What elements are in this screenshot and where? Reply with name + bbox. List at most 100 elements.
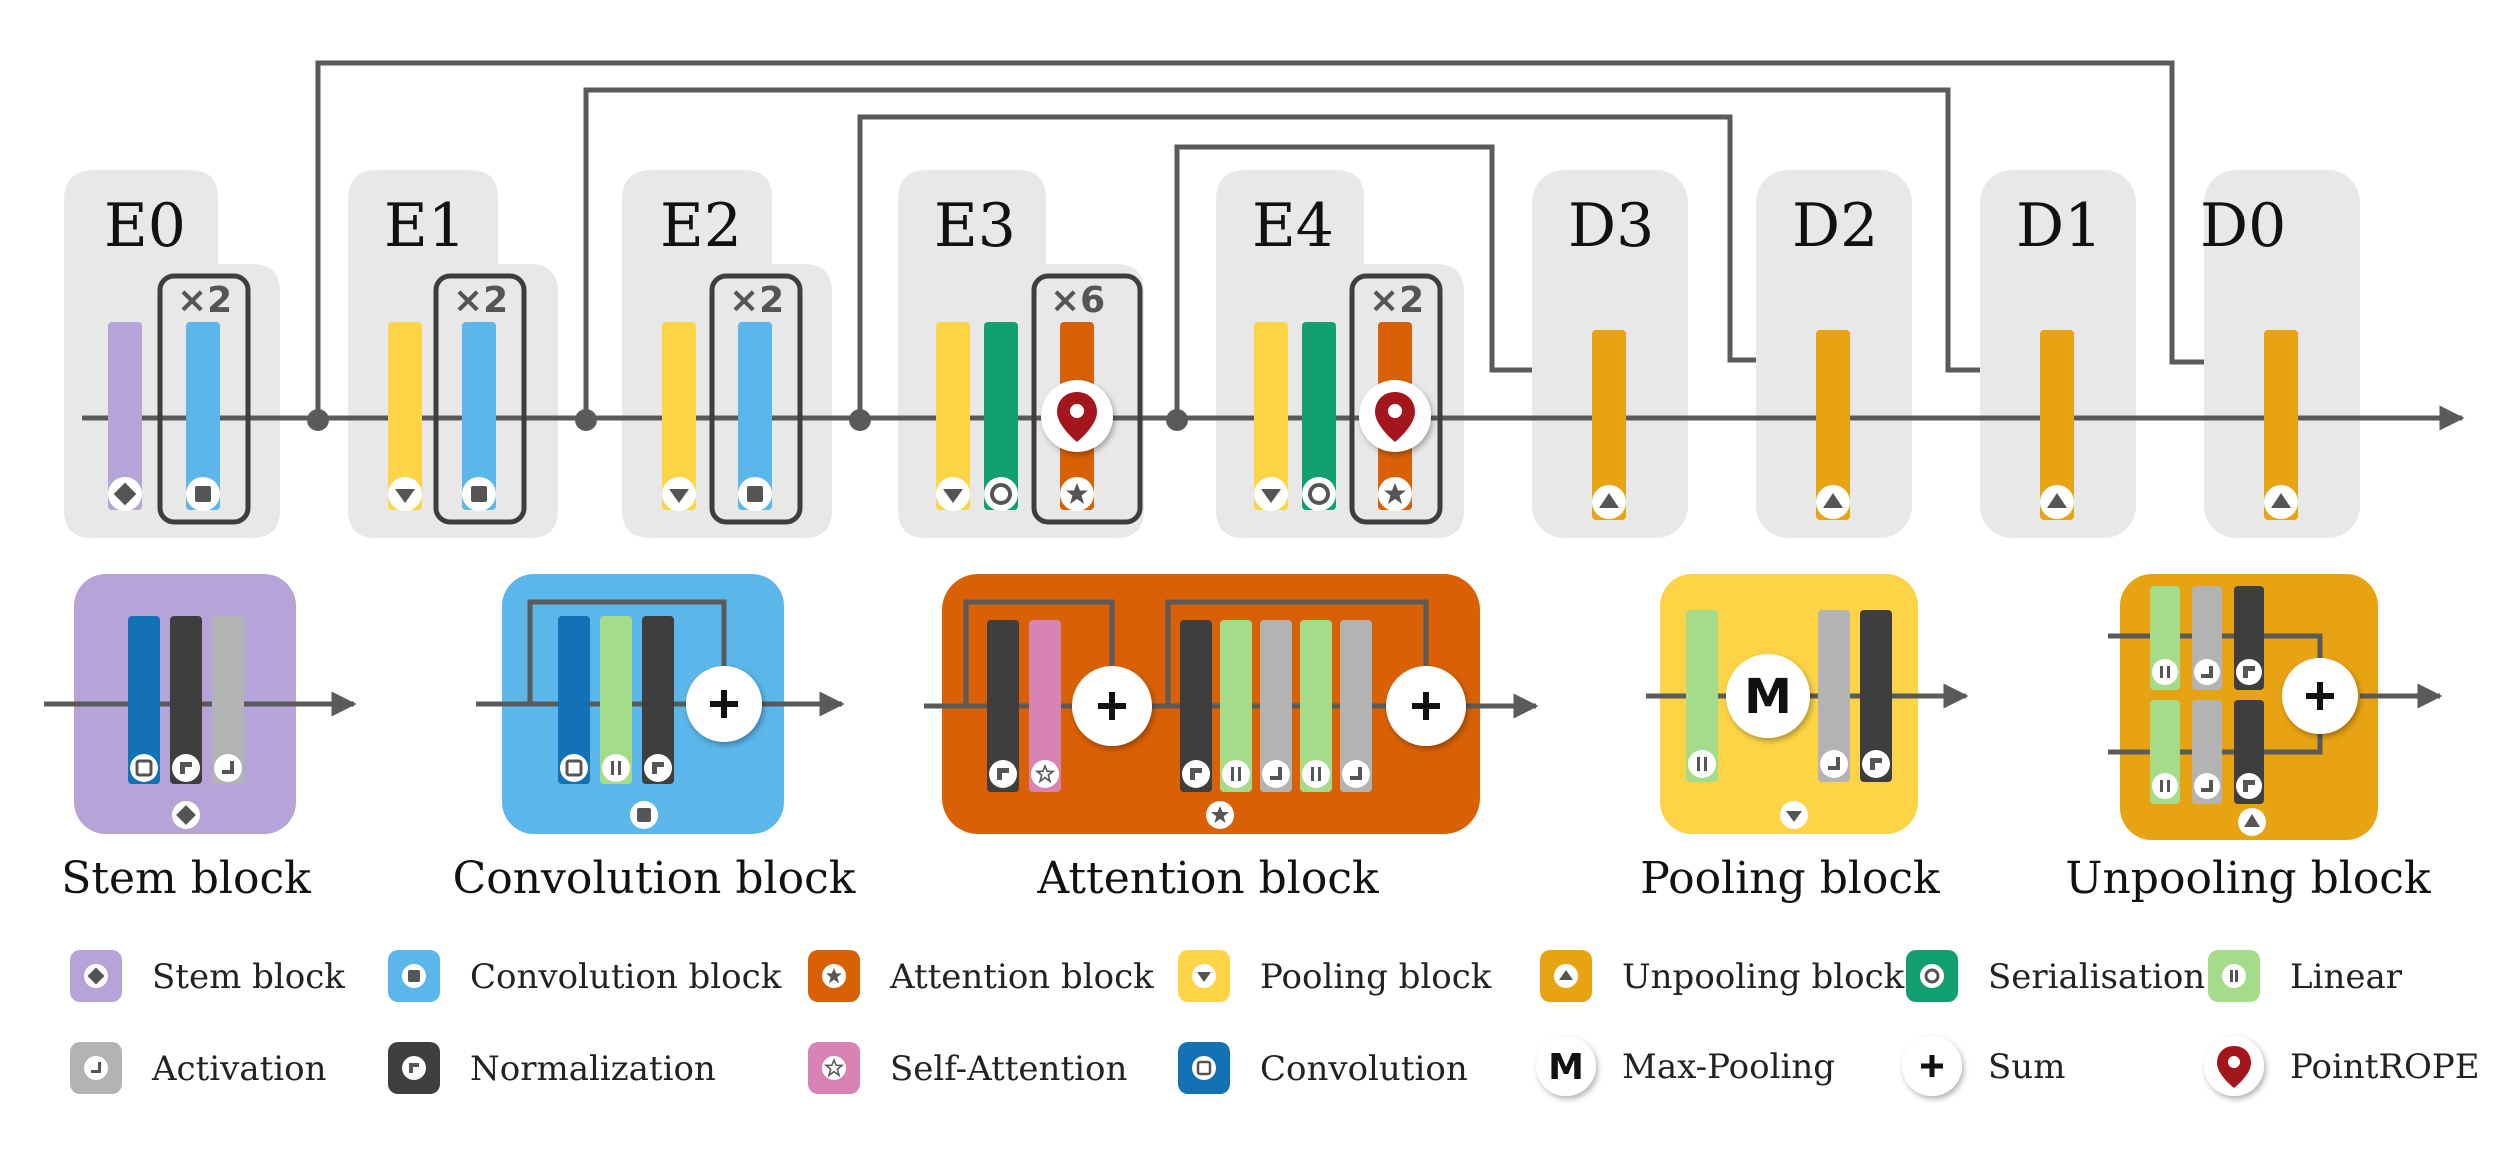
- unpool-layer-bar-d1: [2040, 330, 2074, 520]
- svg-text:Convolution block: Convolution block: [470, 957, 782, 997]
- skip-connection-e3-d3: [1174, 144, 1595, 420]
- block-title-pooling: Pooling block: [1640, 853, 1940, 904]
- square-icon: [186, 477, 220, 511]
- triangle-down-icon: [388, 477, 422, 511]
- stage-labels: E0 E1 E2 E3 E4 D3 D2 D1 D0: [104, 191, 2286, 261]
- repeat-count: ×2: [1369, 280, 1424, 321]
- circle-icon: [984, 477, 1018, 511]
- parallel-bars-icon: [1688, 750, 1716, 778]
- plus-icon: [1902, 1036, 1962, 1096]
- triangle-down-icon: [936, 477, 970, 511]
- stage-e0-layers: ×2: [108, 273, 251, 525]
- svg-text:PointROPE: PointROPE: [2290, 1047, 2480, 1087]
- square-outline-icon: [560, 754, 588, 782]
- skip-connection-e0-d0: [315, 60, 2251, 420]
- star-icon: [1060, 477, 1094, 511]
- pool-layer-bar: [662, 322, 696, 510]
- stage-e1-layers: ×2: [388, 273, 527, 525]
- svg-text:Serialisation: Serialisation: [1988, 957, 2205, 997]
- normalization-icon: [402, 1056, 426, 1080]
- decoder-layers: [1592, 330, 2298, 520]
- svg-text:Normalization: Normalization: [470, 1049, 716, 1089]
- stem-layer-bar: [108, 322, 142, 510]
- block-title-conv: Convolution block: [453, 853, 856, 904]
- attention-block-detail: Attention block: [924, 574, 1539, 904]
- unpool-layer-bar-d3: [1592, 330, 1626, 520]
- star-outline-icon: [822, 1056, 846, 1080]
- pool-layer-bar: [936, 322, 970, 510]
- square-icon: [402, 964, 426, 988]
- legend-item-self-attention: Self-Attention: [808, 1042, 1127, 1094]
- triangle-up-icon: [2238, 808, 2266, 836]
- normalization-icon: [172, 754, 200, 782]
- parallel-bars-icon: [1222, 760, 1250, 788]
- repeat-box: [1349, 273, 1443, 525]
- map-pin-icon: [1041, 380, 1113, 452]
- legend-item-stem-block: Stem block: [70, 950, 345, 1002]
- legend-item-activation: Activation: [70, 1042, 327, 1094]
- block-title-stem: Stem block: [61, 853, 311, 904]
- repeat-box: [1031, 273, 1143, 525]
- stage-label-d0: D0: [2200, 191, 2286, 261]
- svg-text:Unpooling block: Unpooling block: [1622, 957, 1905, 997]
- svg-text:Sum: Sum: [1988, 1047, 2065, 1087]
- activation-icon: [1262, 760, 1290, 788]
- stage-label-d1: D1: [2016, 191, 2102, 261]
- conv-block-detail: Convolution block: [453, 574, 856, 904]
- legend-item-unpooling-block: Unpooling block: [1540, 950, 1905, 1002]
- parallel-bars-icon: [1302, 760, 1330, 788]
- repeat-count: ×2: [453, 280, 508, 321]
- diamond-icon: [84, 964, 108, 988]
- diamond-icon: [172, 801, 200, 829]
- triangle-up-icon: [1554, 964, 1578, 988]
- star-icon: [822, 964, 846, 988]
- pooling-block-detail: M Pooling block: [1640, 574, 1969, 904]
- legend: Stem block Convolution block Attention b…: [70, 950, 2480, 1096]
- svg-text:Activation: Activation: [151, 1049, 327, 1089]
- block-title-attention: Attention block: [1036, 853, 1379, 904]
- svg-text:Pooling block: Pooling block: [1260, 957, 1492, 997]
- normalization-icon: [989, 760, 1017, 788]
- serialisation-layer-bar: [1302, 322, 1336, 510]
- legend-item-sum: Sum: [1902, 1036, 2065, 1096]
- skip-connections: [315, 60, 2251, 420]
- normalization-icon: [1182, 760, 1210, 788]
- stage-e3-layers: ×6: [936, 273, 1143, 525]
- stage-label-d2: D2: [1792, 191, 1878, 261]
- circle-icon: [1920, 964, 1944, 988]
- triangle-up-icon: [1592, 485, 1626, 519]
- normalization-icon: [1862, 750, 1890, 778]
- svg-text:M: M: [1744, 669, 1792, 725]
- normalization-icon: [2236, 659, 2262, 685]
- triangle-down-icon: [662, 477, 696, 511]
- stem-block-detail: Stem block: [44, 574, 357, 904]
- repeat-box: [709, 273, 803, 525]
- svg-text:Linear: Linear: [2290, 957, 2403, 997]
- activation-icon: [2194, 773, 2220, 799]
- pool-layer-bar: [1254, 322, 1288, 510]
- unpool-layer-bar-d2: [1816, 330, 1850, 520]
- triangle-down-icon: [1780, 801, 1808, 829]
- triangle-up-icon: [2040, 485, 2074, 519]
- square-icon: [630, 801, 658, 829]
- plus-icon: [1072, 666, 1152, 746]
- svg-text:Stem block: Stem block: [152, 957, 345, 997]
- skip-connection-e1-d1: [583, 87, 2035, 420]
- max-pool-glyph: M: [1726, 654, 1810, 738]
- svg-text:Max-Pooling: Max-Pooling: [1622, 1047, 1835, 1087]
- triangle-down-icon: [1254, 477, 1288, 511]
- stage-e4-layers: ×2: [1254, 273, 1443, 525]
- pool-layer-bar: [388, 322, 422, 510]
- conv-layer-bar: [462, 322, 496, 510]
- triangle-up-icon: [2264, 485, 2298, 519]
- legend-item-convolution: Convolution: [1178, 1042, 1468, 1094]
- svg-text:Convolution: Convolution: [1260, 1049, 1468, 1089]
- circle-icon: [1302, 477, 1336, 511]
- stage-label-e4: E4: [1252, 191, 1334, 261]
- legend-item-max-pooling: M Max-Pooling: [1536, 1036, 1835, 1096]
- legend-item-pointrope: PointROPE: [2204, 1036, 2480, 1096]
- activation-icon: [2194, 659, 2220, 685]
- parallel-bars-icon: [2152, 659, 2178, 685]
- star-icon: [1378, 477, 1412, 511]
- repeat-count: ×6: [1050, 280, 1105, 321]
